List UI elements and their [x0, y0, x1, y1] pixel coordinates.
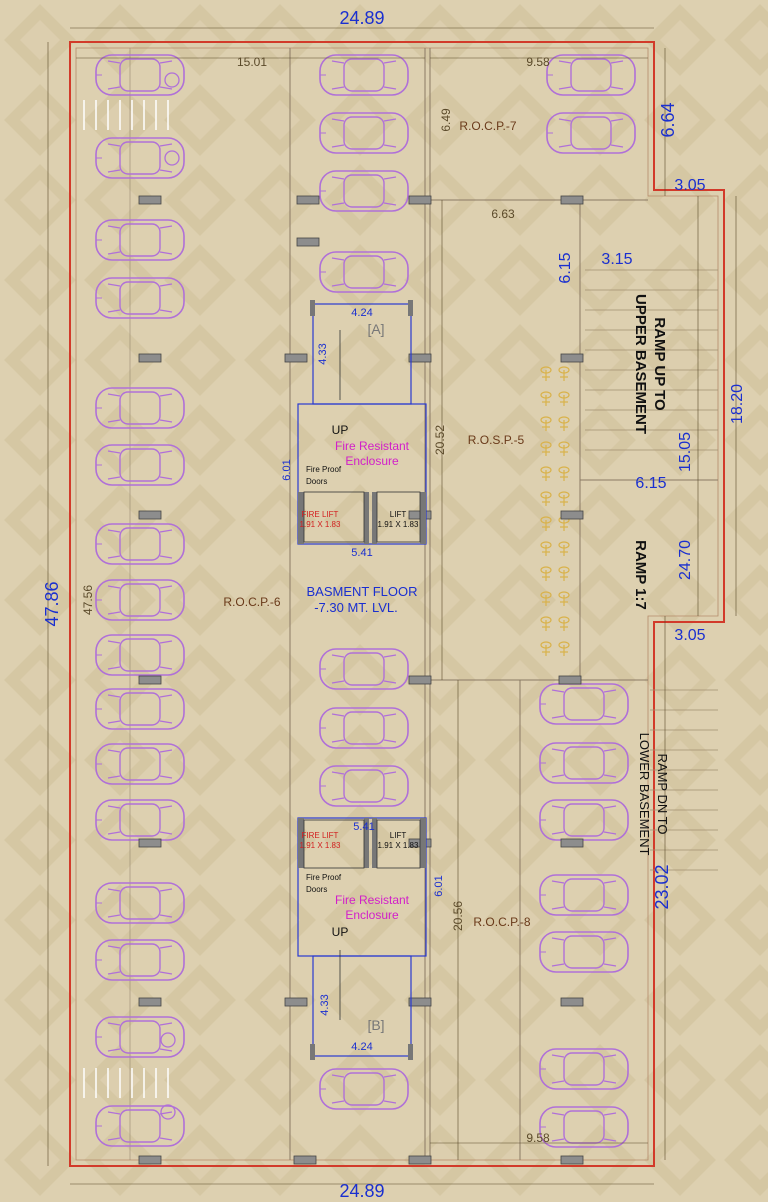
dim-left-height: 47.86 [42, 581, 62, 626]
label-core-b: [B] [367, 1017, 384, 1033]
dim-ramp-v1: 6.15 [557, 252, 574, 283]
stair-core-a [297, 300, 427, 545]
dim-ramp-w1: 3.15 [601, 251, 632, 268]
dim-top-width: 24.89 [339, 8, 384, 28]
label-fire-doors-a-2: Doors [306, 477, 327, 486]
label-up-b: UP [332, 925, 349, 939]
label-fire-lift-a-2: 1.91 X 1.83 [300, 520, 341, 529]
label-fire-doors-b-2: Doors [306, 885, 327, 894]
dim-core-a-w: 4.24 [351, 307, 372, 319]
dim-ramp-step-bottom: 3.05 [674, 627, 705, 644]
dim-lower-len: 20.56 [451, 901, 465, 931]
label-fire-enclosure-a-2: Enclosure [345, 454, 399, 468]
dim-bottom-width: 24.89 [339, 1181, 384, 1201]
ramp-down-area [650, 689, 718, 871]
structure-lines [129, 48, 718, 1160]
dim-ramp-len: 24.70 [677, 540, 694, 580]
label-ramp-up-2: UPPER BASEMENT [632, 294, 649, 434]
dim-core-b-h: 4.33 [319, 994, 331, 1015]
dim-ramp-h: 15.05 [677, 432, 694, 472]
label-fire-doors-a-1: Fire Proof [306, 465, 342, 474]
dim-core-b-w: 4.24 [351, 1041, 372, 1053]
dim-enclosure-b-w: 5.41 [353, 821, 374, 833]
ramp-up-area [585, 269, 718, 451]
dim-inner-left-height: 47.56 [81, 585, 95, 615]
dim-ramp-total: 18.20 [729, 384, 746, 424]
dim-ramp-step-top: 3.05 [674, 177, 705, 194]
dim-enclosure-a-w: 5.41 [351, 547, 372, 559]
dim-right-bottom: 23.02 [652, 864, 672, 909]
label-ramp-up-1: RAMP UP TO [651, 317, 668, 411]
label-ramp-down-2: LOWER BASEMENT [637, 733, 652, 856]
dim-enclosure-b-h: 6.01 [433, 875, 445, 896]
label-basement-1: BASMENT FLOOR [306, 584, 417, 599]
label-fire-lift-b-1: FIRE LIFT [302, 831, 339, 840]
label-rocp8: R.O.C.P.-8 [473, 915, 530, 929]
dim-core-a-h: 4.33 [317, 343, 329, 364]
label-fire-enclosure-a-1: Fire Resistant [335, 439, 410, 453]
label-lift-b-2: 1.91 X 1.83 [378, 841, 419, 850]
label-fire-enclosure-b-1: Fire Resistant [335, 893, 410, 907]
label-lift-a-1: LIFT [390, 510, 407, 519]
label-fire-enclosure-b-2: Enclosure [345, 908, 399, 922]
dim-rosp-len: 20.52 [433, 425, 447, 455]
label-ramp-down-1: RAMP DN TO [655, 754, 670, 835]
dim-ramp-w2: 6.15 [635, 475, 666, 492]
label-up-a: UP [332, 423, 349, 437]
dim-rocp7-depth: 6.49 [439, 108, 453, 132]
dim-top-right-span: 9.58 [526, 55, 550, 69]
accessible-parking-hatch [83, 100, 169, 1098]
label-core-a: [A] [367, 321, 384, 337]
dimension-lines [47, 27, 737, 1185]
wheelchair-icon [160, 72, 180, 1120]
label-fire-doors-b-1: Fire Proof [306, 873, 342, 882]
label-rocp6: R.O.C.P.-6 [223, 595, 280, 609]
dim-right-top-step: 6.64 [658, 102, 678, 137]
label-fire-lift-b-2: 1.91 X 1.83 [300, 841, 341, 850]
dim-top-left-span: 15.01 [237, 55, 267, 69]
label-ramp-ratio: RAMP 1:7 [632, 540, 649, 610]
label-rosp5: R.O.S.P.-5 [468, 433, 525, 447]
stair-core-b [297, 817, 427, 1060]
dim-ramp-inner: 6.63 [491, 207, 515, 221]
dim-enclosure-a-h: 6.01 [281, 459, 293, 480]
site-boundary [69, 41, 725, 1167]
label-lift-b-1: LIFT [390, 831, 407, 840]
dim-bottom-right-span: 9.58 [526, 1131, 550, 1145]
label-lift-a-2: 1.91 X 1.83 [378, 520, 419, 529]
label-rocp7: R.O.C.P.-7 [459, 119, 516, 133]
label-basement-2: -7.30 MT. LVL. [314, 600, 398, 615]
label-fire-lift-a-1: FIRE LIFT [302, 510, 339, 519]
